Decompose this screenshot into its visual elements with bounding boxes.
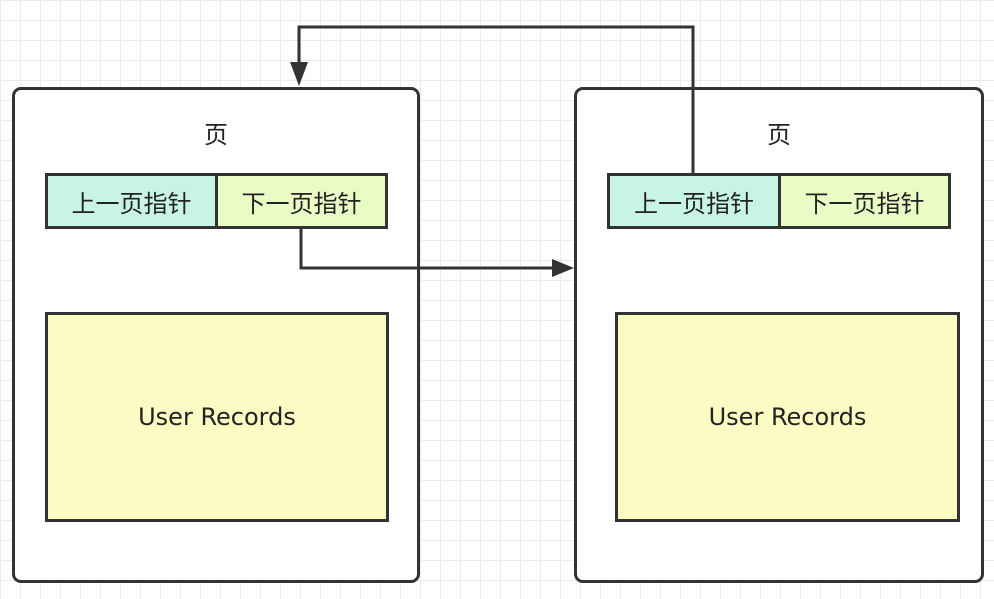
page-left-user-records: User Records [45, 312, 389, 522]
page-right-user-records: User Records [615, 312, 960, 522]
page-right-title: 页 [767, 121, 791, 149]
prev-pointer-arrowhead [290, 62, 308, 86]
prev-pointer-arrow-line [297, 25, 695, 173]
page-right-next-pointer: 下一页指针 [778, 173, 951, 229]
page-left-prev-pointer: 上一页指针 [45, 173, 218, 229]
page-left-title: 页 [204, 121, 228, 149]
next-pointer-arrowhead [552, 259, 574, 277]
page-right-prev-pointer: 上一页指针 [607, 173, 781, 229]
page-left-next-pointer: 下一页指针 [215, 173, 388, 229]
next-pointer-arrow-line [299, 229, 556, 270]
